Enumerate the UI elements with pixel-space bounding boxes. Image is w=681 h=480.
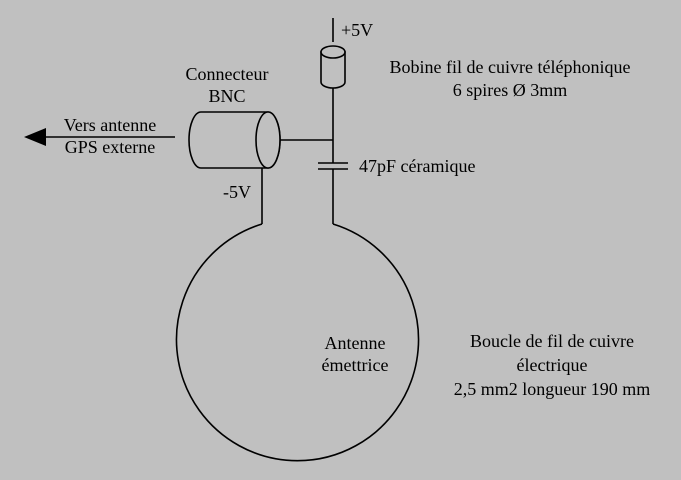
loop-label-line1: Boucle de fil de cuivre	[470, 331, 634, 351]
connector-label-line1: Connecteur	[186, 64, 269, 84]
supply-minus-label: -5V	[223, 182, 251, 202]
coil-symbol	[320, 45, 346, 89]
capacitor-label: 47pF céramique	[359, 156, 475, 176]
loop-label-line3: 2,5 mm2 longueur 190 mm	[454, 379, 651, 399]
output-arrow	[24, 128, 175, 146]
output-label-line2: GPS externe	[65, 137, 155, 157]
antenna-loop	[175, 223, 420, 462]
capacitor-symbol	[318, 162, 348, 170]
antenna-label-line2: émettrice	[322, 355, 389, 375]
output-label-line1: Vers antenne	[64, 115, 156, 135]
coil-label-line2: 6 spires Ø 3mm	[453, 80, 568, 100]
bnc-connector-symbol	[188, 111, 281, 169]
coil-label-line1: Bobine fil de cuivre téléphonique	[390, 57, 631, 77]
supply-plus-label: +5V	[341, 20, 373, 40]
loop-label-line2: électrique	[517, 355, 588, 375]
antenna-label-line1: Antenne	[325, 333, 386, 353]
connector-label-line2: BNC	[208, 86, 245, 106]
